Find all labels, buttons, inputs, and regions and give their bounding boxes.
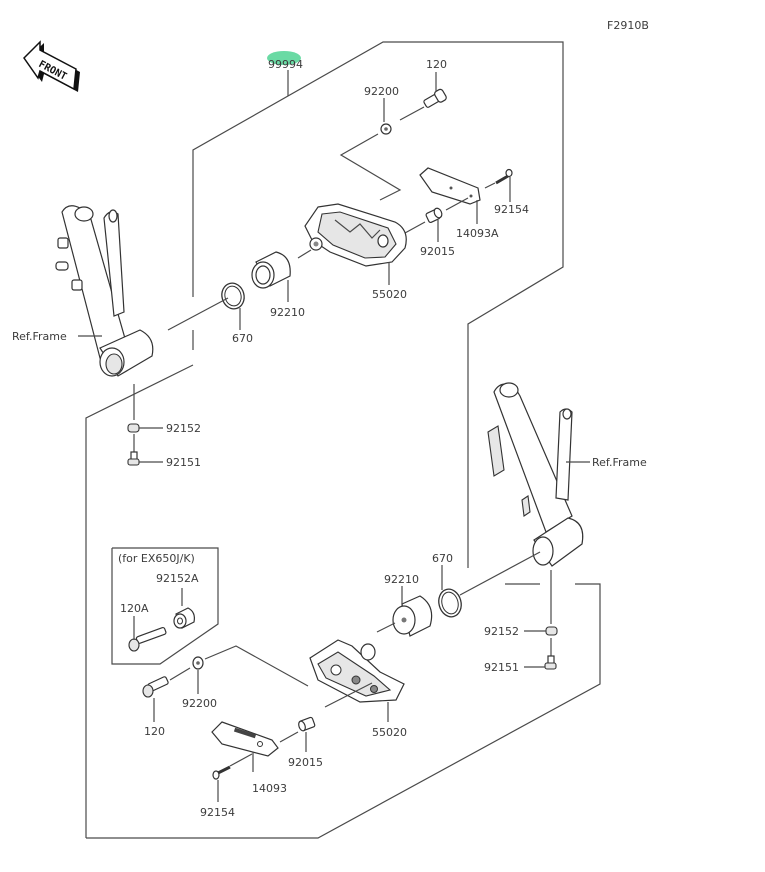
label-collar-92015[interactable]: 92015 bbox=[420, 245, 455, 258]
label-bolt-120A[interactable]: 120A bbox=[120, 602, 149, 615]
bolt-92151-icon bbox=[127, 451, 140, 466]
frame-upper-icon bbox=[55, 205, 154, 377]
label-ref-frame-lower[interactable]: Ref.Frame bbox=[592, 456, 647, 469]
label-damper-92210-lower[interactable]: 92210 bbox=[384, 573, 419, 586]
label-washer-92200[interactable]: 92200 bbox=[364, 85, 399, 98]
label-oring-670-lower[interactable]: 670 bbox=[432, 552, 453, 565]
label-damper-92210[interactable]: 92210 bbox=[270, 306, 305, 319]
label-oring-670[interactable]: 670 bbox=[232, 332, 253, 345]
label-cover-14093[interactable]: 14093 bbox=[252, 782, 287, 795]
label-slider-55020-lower[interactable]: 55020 bbox=[372, 726, 407, 739]
label-screw-92154-lower[interactable]: 92154 bbox=[200, 806, 235, 819]
damper-92210-lower-icon bbox=[392, 595, 433, 637]
label-nut-92152-upper[interactable]: 92152 bbox=[166, 422, 201, 435]
label-spacer-92152A[interactable]: 92152A bbox=[156, 572, 199, 585]
label-bolt-120-lower[interactable]: 120 bbox=[144, 725, 165, 738]
frame-lower-icon bbox=[487, 382, 584, 567]
label-cover-14093A[interactable]: 14093A bbox=[456, 227, 499, 240]
highlight-ellipse[interactable] bbox=[267, 51, 301, 65]
front-arrow-icon: FRONT bbox=[23, 40, 80, 92]
variant-box bbox=[111, 547, 219, 665]
label-bolt-92151-lower[interactable]: 92151 bbox=[484, 661, 519, 674]
lower-group-outline bbox=[86, 583, 601, 839]
upper-group-outline bbox=[192, 41, 564, 568]
spacer-92152A-icon bbox=[173, 607, 195, 629]
o-ring-670-lower-icon bbox=[438, 588, 462, 618]
frame-slider-55020-lower-icon bbox=[309, 639, 405, 703]
assembly-label[interactable]: 99994 bbox=[268, 58, 303, 71]
variant-note: (for EX650J/K) bbox=[118, 552, 195, 565]
label-bolt-120[interactable]: 120 bbox=[426, 58, 447, 71]
bolt-92151-lower-icon bbox=[544, 655, 557, 670]
label-bolt-92151-upper[interactable]: 92151 bbox=[166, 456, 201, 469]
collar-92015-lower-icon bbox=[298, 716, 316, 732]
bolt-120-lower-icon bbox=[142, 676, 169, 698]
assembly-hotspot-99994[interactable]: 99994 bbox=[267, 51, 303, 71]
label-ref-frame-upper[interactable]: Ref.Frame bbox=[12, 330, 67, 343]
nut-92152-icon bbox=[127, 423, 140, 433]
screw-92154-icon bbox=[495, 168, 513, 185]
cover-plate-14093-icon bbox=[211, 721, 279, 757]
lower-group-outline-left bbox=[85, 364, 194, 838]
screw-92154-lower-icon bbox=[212, 765, 231, 780]
collar-92015-icon bbox=[425, 207, 443, 224]
damper-92210-icon bbox=[251, 251, 291, 289]
cover-plate-14093A-icon bbox=[419, 167, 481, 205]
label-screw-92154[interactable]: 92154 bbox=[494, 203, 529, 216]
o-ring-670-icon bbox=[221, 282, 245, 310]
label-collar-92015-lower[interactable]: 92015 bbox=[288, 756, 323, 769]
nut-92152-lower-icon bbox=[545, 626, 558, 636]
label-washer-92200-lower[interactable]: 92200 bbox=[182, 697, 217, 710]
label-nut-92152-lower[interactable]: 92152 bbox=[484, 625, 519, 638]
label-slider-55020[interactable]: 55020 bbox=[372, 288, 407, 301]
bolt-120A-icon bbox=[128, 627, 167, 652]
figure-code: F2910B bbox=[607, 19, 649, 32]
bolt-120-icon bbox=[423, 88, 447, 108]
frame-slider-55020-icon bbox=[304, 203, 407, 267]
